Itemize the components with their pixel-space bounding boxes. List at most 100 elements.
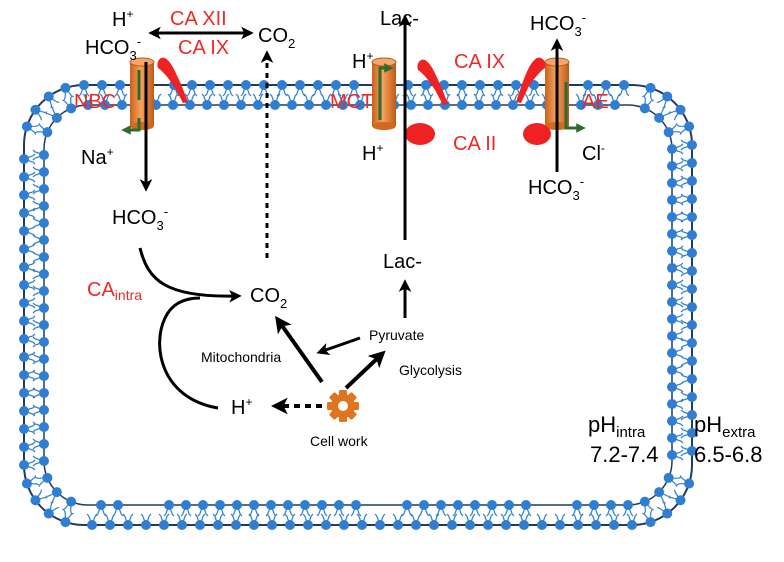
lipid-head xyxy=(39,405,49,415)
enzyme-ca-ii-ae xyxy=(523,123,551,145)
arrow-h-to-ca-loop xyxy=(158,296,219,410)
lipid-head xyxy=(576,100,586,110)
label-ca-intra: CAintra xyxy=(87,279,142,303)
lipid-head xyxy=(39,371,49,381)
lipid-head xyxy=(349,80,359,90)
label-cell-work: Cell work xyxy=(310,433,369,449)
lipid-head xyxy=(593,100,603,110)
lipid-head xyxy=(195,520,205,530)
lipid-head xyxy=(667,144,677,154)
lipid-head xyxy=(639,496,650,507)
lipid-head xyxy=(51,112,62,123)
lipid-head xyxy=(351,500,361,510)
arrow-pyruvate-to-co2 xyxy=(316,336,361,356)
label-h-intra: H+ xyxy=(231,395,252,419)
lipid-head xyxy=(667,382,677,392)
label-hco3-ae-in: HCO3- xyxy=(528,174,584,203)
lipid-head xyxy=(19,208,29,218)
lipid-head xyxy=(51,487,62,498)
lipid-head xyxy=(687,266,697,276)
lipid-head xyxy=(115,80,125,90)
lipid-head xyxy=(606,500,616,510)
lipid-head xyxy=(687,212,697,222)
lipid-head xyxy=(357,520,367,530)
lipid-head xyxy=(177,520,187,530)
lipid-head xyxy=(687,320,697,330)
lipid-head xyxy=(303,520,313,530)
lipid-head xyxy=(654,112,665,123)
lipid-head xyxy=(21,121,32,132)
lipid-head xyxy=(687,338,697,348)
lipid-head xyxy=(83,100,93,110)
lipid-head xyxy=(687,176,697,186)
lipid-head xyxy=(141,520,151,530)
label-hco3-intra: HCO3- xyxy=(112,204,168,233)
lipid-head xyxy=(187,80,197,90)
lipid-head xyxy=(601,80,611,90)
lipid-head xyxy=(304,100,314,110)
lipid-head xyxy=(687,392,697,402)
lipid-head xyxy=(249,520,259,530)
label-ca-ix-right: CA IX xyxy=(454,51,505,73)
lipid-head xyxy=(164,500,174,510)
lipid-head xyxy=(241,80,251,90)
lipid-head xyxy=(39,269,49,279)
lipid-head xyxy=(321,520,331,530)
lipid-head xyxy=(39,286,49,296)
lipid-head xyxy=(487,500,497,510)
lipid-head xyxy=(457,80,467,90)
label-ph-extra: pHextra xyxy=(694,412,756,441)
label-co2-top: CO2 xyxy=(258,25,295,51)
lipid-head xyxy=(411,520,421,530)
lipid-head xyxy=(19,262,29,272)
label-ca-ix-left: CA IX xyxy=(178,37,229,59)
label-co2-intra: CO2 xyxy=(250,285,287,311)
label-mitochondria: Mitochondria xyxy=(201,349,281,365)
lipid-head xyxy=(491,100,501,110)
lipid-head xyxy=(667,348,677,358)
lipid-head xyxy=(168,100,178,110)
lipid-head xyxy=(393,520,403,530)
lipid-head xyxy=(66,103,77,114)
lipid-head xyxy=(375,520,385,530)
lipid-head xyxy=(215,500,225,510)
lipid-head xyxy=(181,500,191,510)
lipid-head xyxy=(30,495,41,506)
lipid-head xyxy=(339,520,349,530)
lipid-head xyxy=(19,172,29,182)
lipid-head xyxy=(96,500,106,510)
lipid-head xyxy=(667,416,677,426)
lipid-head xyxy=(105,520,115,530)
lipid-head xyxy=(537,520,547,530)
lipid-head xyxy=(645,82,656,93)
lipid-head xyxy=(100,100,110,110)
lipid-head xyxy=(687,194,697,204)
lipid-head xyxy=(687,374,697,384)
lipid-head xyxy=(231,520,241,530)
lipid-head xyxy=(447,520,457,530)
lipid-head xyxy=(667,399,677,409)
lipid-head xyxy=(300,500,310,510)
lipid-head xyxy=(266,500,276,510)
lipid-head xyxy=(39,235,49,245)
lipid-head xyxy=(19,424,29,434)
lipid-head xyxy=(236,100,246,110)
label-ca-ii: CA II xyxy=(453,133,496,155)
lipid-head xyxy=(519,520,529,530)
transporter-mct xyxy=(371,57,397,130)
lipid-head xyxy=(19,406,29,416)
lipid-head xyxy=(654,487,665,498)
lipid-head xyxy=(589,500,599,510)
lipid-head xyxy=(223,80,233,90)
lipid-head xyxy=(504,500,514,510)
lipid-head xyxy=(667,161,677,171)
lipid-head xyxy=(667,433,677,443)
lipid-head xyxy=(667,212,677,222)
label-hco3-top-right: HCO3- xyxy=(530,10,586,39)
lipid-head xyxy=(19,226,29,236)
lipid-head xyxy=(667,331,677,341)
lipid-head xyxy=(429,520,439,530)
lipid-head xyxy=(295,80,305,90)
label-lac-top: Lac- xyxy=(380,8,419,30)
label-ae: AE xyxy=(582,91,609,113)
